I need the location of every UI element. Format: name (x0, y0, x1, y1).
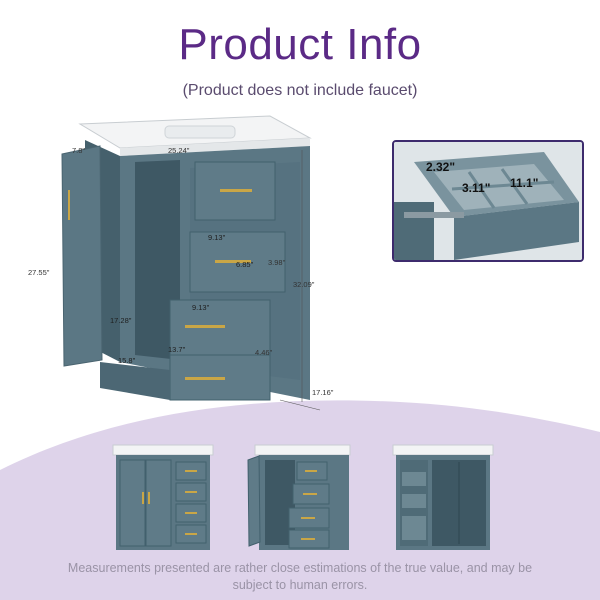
drawer-closeup-image (394, 142, 582, 260)
dim-door-depth: 7.8" (72, 146, 86, 155)
inset-dim-compartment-divider: 3.11" (462, 181, 491, 195)
thumbnail-open-angled (245, 442, 355, 557)
drawer-closeup-inset (392, 140, 584, 262)
dim-drawer-depth: 6.85" (236, 260, 254, 269)
dim-overall-depth: 17.16" (312, 388, 334, 397)
dim-drawer-width-upper: 9.13" (208, 233, 226, 242)
dim-floor-width: 15.8" (118, 356, 136, 365)
dim-overall-height: 32.09" (293, 280, 315, 289)
thumbnail-open-front (388, 442, 498, 557)
thumbnail-front-closed (108, 442, 218, 557)
dim-lower-height: 13.7" (168, 345, 186, 354)
inset-dim-compartment-width: 2.32" (426, 160, 456, 174)
main-cabinet-image (61, 115, 321, 411)
page-title: Product Info (178, 20, 422, 69)
inset-dim-tray-length: 11.1" (510, 176, 539, 190)
dim-cabinet-height: 27.55" (28, 268, 50, 277)
page-subtitle: (Product does not include faucet) (182, 82, 418, 99)
dim-drawer-width-lower: 9.13" (192, 303, 210, 312)
dim-floor-depth: 17.28" (110, 316, 132, 325)
dim-drawer-height: 3.98" (268, 258, 286, 267)
measurement-disclaimer: Measurements presented are rather close … (67, 561, 533, 592)
dim-lower-depth: 4.46" (255, 348, 273, 357)
dim-top-width: 25.24" (168, 146, 190, 155)
